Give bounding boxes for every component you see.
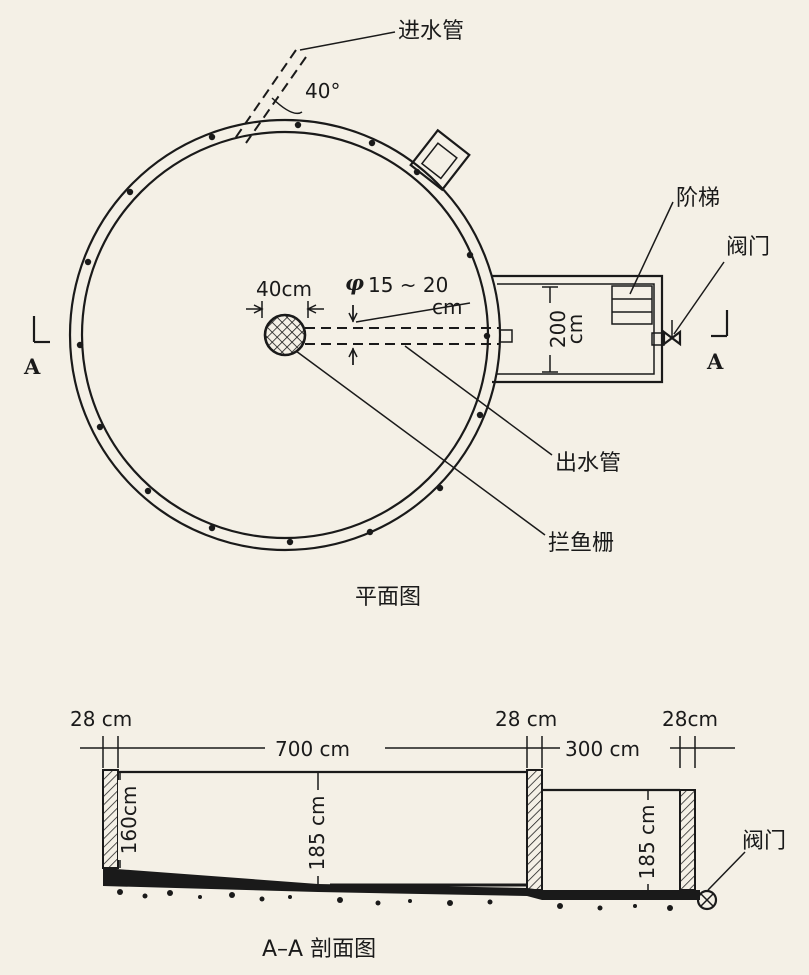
section-valve-leader (707, 851, 746, 891)
middle-wall-section (526, 769, 543, 891)
plan-valve-label: 阀门 (726, 235, 770, 260)
chamber-width-dim: 200 cm (542, 286, 587, 373)
section-view: 28 cm 700 cm 28 cm 300 cm 28cm 160cm (70, 707, 786, 962)
stairs-label: 阶梯 (676, 186, 720, 211)
pipe-dia-unit: cm (432, 295, 462, 319)
wall-dots (76, 121, 491, 546)
dim-pond-width: 700 cm (275, 737, 350, 761)
top-dimension-chain (80, 734, 735, 768)
right-wall-section (679, 789, 696, 891)
inlet-pipe-label: 进水管 (398, 19, 464, 44)
fish-screen (263, 313, 307, 357)
outlet-leader (404, 345, 553, 456)
fish-screen-label: 拦鱼栅 (548, 531, 614, 556)
section-label-right: A (706, 349, 724, 374)
stairs (611, 285, 653, 325)
plan-view: 进水管 40° 阶梯 阀门 200 (23, 19, 770, 610)
inlet-angle-label: 40° (305, 79, 340, 103)
dim-wall-left: 28 cm (70, 707, 132, 731)
section-label-left: A (23, 354, 41, 379)
section-valve-icon (696, 889, 718, 911)
overflow-box (409, 128, 471, 192)
inlet-leader (299, 31, 396, 51)
depth-dim-center: 185 cm (304, 772, 330, 884)
section-marker-right (711, 310, 729, 338)
pipe-dia-value: 15 ~ 20 (368, 273, 448, 297)
screen-leader (295, 350, 546, 536)
plan-caption: 平面图 (355, 585, 421, 610)
screen-dia-dim (246, 301, 324, 318)
dim-chamber-width: 300 cm (565, 737, 640, 761)
pond-floor (103, 868, 700, 900)
dim-wall-mid: 28 cm (495, 707, 557, 731)
section-marker-left (32, 316, 50, 344)
left-wall-section (102, 769, 119, 869)
dim-wall-right: 28cm (662, 707, 718, 731)
outlet-pipe-label: 出水管 (555, 451, 621, 476)
outlet-pipe (305, 302, 513, 365)
svg-text:cm: cm (563, 314, 587, 344)
svg-text:200: 200 (546, 310, 570, 348)
pipe-dia-symbol: φ (345, 270, 364, 295)
svg-text:185 cm: 185 cm (635, 804, 659, 879)
inlet-pipe (233, 49, 307, 144)
svg-text:185 cm: 185 cm (305, 795, 329, 870)
plan-valve-icon (662, 329, 682, 347)
section-valve-label: 阀门 (742, 829, 786, 854)
depth-dim-edge: 160cm (117, 772, 141, 868)
valve-chamber (492, 274, 682, 384)
svg-text:160cm: 160cm (117, 786, 141, 855)
depth-dim-chamber: 185 cm (634, 790, 660, 890)
screen-dia-label: 40cm (256, 277, 312, 301)
section-caption: A–A 剖面图 (262, 937, 376, 962)
stairs-leader (629, 201, 674, 295)
ground-gravel (117, 889, 673, 911)
valve-leader (673, 261, 725, 335)
